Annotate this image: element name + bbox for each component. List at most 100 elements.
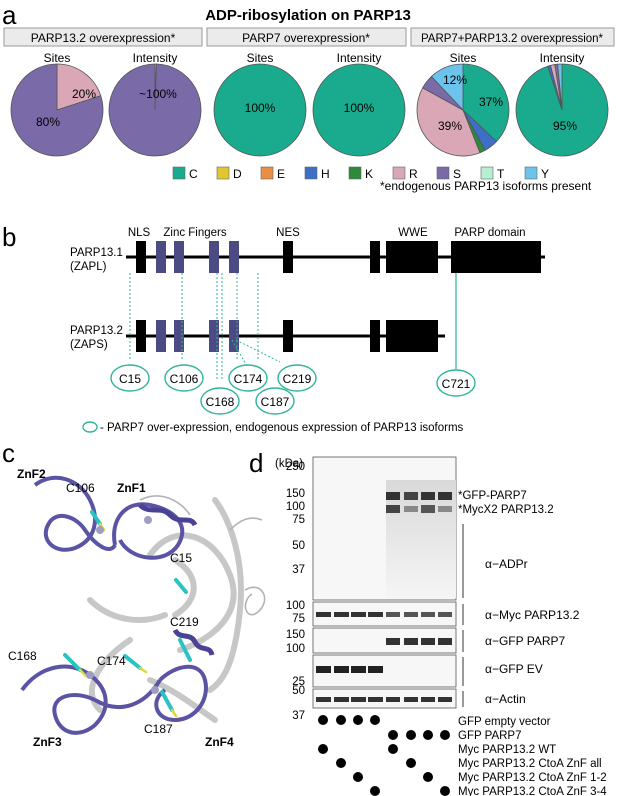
pie5-slice-R [416,87,481,157]
legend-swatch-E [260,166,274,180]
legend-swatch-T [480,166,494,180]
site-c174: C174 [234,372,263,386]
blot-label-myc: α−Myc PARP13.2 [485,608,580,622]
myc-marker-75: 75 [292,613,305,625]
legend-swatch-Y [524,166,538,180]
actin-bands [316,697,452,702]
band-gfp-parp7: *GFP-PARP7 [458,490,527,502]
domain-zinc-fingers: Zinc Fingers [163,227,227,239]
marker-75: 75 [292,514,305,526]
isoform1-name: PARP13.1 [70,247,123,259]
marker-37: 37 [292,564,305,576]
gfp-marker-100: 100 [286,643,305,655]
blot-label-actin: α−Actin [485,692,526,706]
actin-marker-50: 50 [292,685,305,697]
pie5-label-b: 37% [479,95,503,109]
legend-label-C: C [189,167,198,181]
site-c168: C168 [206,395,235,409]
g2-intensity-label: Intensity [337,51,382,65]
protein-structure [20,475,266,735]
cond-gfp-ev: GFP empty vector [458,716,551,728]
group-2-header: PARP7 overexpression* [242,31,370,45]
pie6-slice-Y [557,63,563,111]
pie1-slice-S [10,63,104,157]
site-c106: C106 [170,372,199,386]
site-ovals [110,364,476,415]
panel-a-letter: a [2,0,17,30]
marker-150: 150 [286,488,305,500]
pie2-slice-S [108,63,202,157]
site-c721: C721 [442,377,471,391]
domain-nls: NLS [128,227,151,239]
group-3-header-box [410,27,615,47]
isoform1-alias: (ZAPL) [70,261,107,273]
band-mycx2: *MycX2 PARP13.2 [458,504,554,516]
g1-sites-label: Sites [44,51,71,65]
pie6-label-a: 95% [553,119,577,133]
marker-50: 50 [292,540,305,552]
pie5-slice-Y [430,63,464,112]
legend-swatch-C [172,166,186,180]
cond-gfp-parp7: GFP PARP7 [458,730,522,742]
pie1-label-b: 80% [36,115,60,129]
group-2-header-box [206,27,407,47]
cond-myc-znf-34: Myc PARP13.2 CtoA ZnF 3-4 [458,786,607,796]
legend-swatch-S [436,166,450,180]
label-znf4: ZnF4 [205,735,234,749]
g3-sites-label: Sites [450,51,477,65]
pie4-label-a: 100% [344,101,375,115]
label-znf3: ZnF3 [33,735,62,749]
domain-parp: PARP domain [454,227,525,239]
cond-myc-znf-12: Myc PARP13.2 CtoA ZnF 1-2 [458,772,607,784]
marker-100: 100 [286,501,305,513]
myc-bands [316,612,452,617]
parp13-2-schematic [126,320,445,352]
panel-d-letter: d [249,448,263,478]
actin-marker-37: 37 [292,710,305,722]
legend-label-S: S [453,167,461,181]
g1-intensity-label: Intensity [133,51,178,65]
label-c219: C219 [170,615,199,629]
site-c15: C15 [119,372,141,386]
legend-label-T: T [497,167,505,181]
cond-myc-znf-all: Myc PARP13.2 CtoA ZnF all [458,758,602,770]
label-c168: C168 [8,649,37,663]
label-c15: C15 [170,551,192,565]
label-znf2: ZnF2 [17,467,46,481]
gfp-marker-150: 150 [286,629,305,641]
legend-label-H: H [321,167,330,181]
condition-dot-matrix [318,715,450,796]
pie1-label-a: 20% [72,87,96,101]
label-c187: C187 [144,722,173,736]
blot-label-gfp-parp7: α−GFP PARP7 [485,634,566,648]
gfp-parp7-bands [386,638,452,645]
panel-b-letter: b [2,222,16,252]
pie5-label-c: 39% [438,119,462,133]
footnote: *endogenous PARP13 isoforms present [380,179,592,193]
site-connectors [129,273,281,381]
adpr-bands [386,480,456,598]
pie5-slice-C [462,63,510,143]
g2-sites-label: Sites [247,51,274,65]
legend-label-Y: Y [541,167,549,181]
panel-b-legend: - PARP7 over-expression, endogenous expr… [100,422,464,434]
site-c219: C219 [283,372,312,386]
group-1-header-box [3,27,203,47]
ev-marker-25: 25 [292,676,305,688]
panel-c-letter: c [2,438,15,468]
blot-actin [312,688,457,709]
pie5-label-a: 12% [443,73,467,87]
site-c187: C187 [261,395,290,409]
legend-swatch-H [304,166,318,180]
blot-label-adpr: α−ADPr [485,557,528,571]
panel-a-title: ADP-ribosylation on PARP13 [205,7,411,24]
legend-label-R: R [409,167,418,181]
domain-nes: NES [276,227,300,239]
legend-swatch-R [392,166,406,180]
pie3-slice-C [213,63,307,157]
blot-label-gfp-ev: α−GFP EV [485,662,543,676]
legend-swatch-D [216,166,230,180]
cond-myc-wt: Myc PARP13.2 WT [458,744,556,756]
